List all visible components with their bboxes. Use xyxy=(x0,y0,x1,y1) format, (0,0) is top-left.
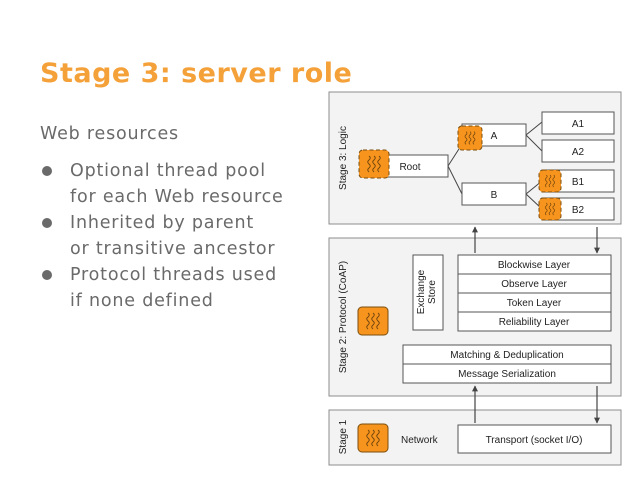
bullet-text: if none defined xyxy=(70,291,214,311)
thread-pool-icon xyxy=(538,197,562,221)
slide-title: Stage 3: server role xyxy=(40,58,353,89)
resource-a-label: A xyxy=(491,131,498,142)
resource-b2-label: B2 xyxy=(572,205,585,216)
slide-subheading: Web resources xyxy=(40,124,179,144)
thread-pool-icon xyxy=(538,169,562,193)
bullet-text: for each Web resource xyxy=(70,187,284,207)
message-serialization-layer xyxy=(402,363,612,384)
message-serialization-label: Message Serialization xyxy=(458,369,556,380)
flow-arrows xyxy=(472,226,600,424)
stage-3-label: Stage 3: Logic xyxy=(338,126,349,190)
resource-a2 xyxy=(541,139,615,163)
bullet-item: Inherited by parent or transitive ancesto… xyxy=(40,210,332,262)
exchange-store-label: Exchange xyxy=(416,269,427,314)
transport-label: Transport (socket I/O) xyxy=(486,435,583,446)
stage-1-label: Stage 1 xyxy=(338,419,349,454)
resource-a2-label: A2 xyxy=(572,147,585,158)
bullet-text: Optional thread pool xyxy=(70,161,266,181)
observe-layer-label: Observe Layer xyxy=(501,279,567,290)
bullet-item: Protocol threads used if none defined xyxy=(40,262,332,314)
bullet-text: Inherited by parent xyxy=(70,213,255,233)
bullet-item: Optional thread pool for each Web resourc… xyxy=(40,158,332,210)
transport-layer xyxy=(457,424,612,454)
matching-deduplication-label: Matching & Deduplication xyxy=(450,350,563,361)
bullet-list: Optional thread pool for each Web resourc… xyxy=(40,158,332,314)
resource-b xyxy=(461,182,527,206)
blockwise-layer-label: Blockwise Layer xyxy=(498,260,571,271)
thread-pool-icon xyxy=(457,125,483,151)
resource-b-label: B xyxy=(491,190,498,201)
resource-b1-label: B1 xyxy=(572,177,585,188)
resource-a1-label: A1 xyxy=(572,119,585,130)
resource-a1 xyxy=(541,111,615,135)
thread-pool-icon xyxy=(357,306,389,336)
bullet-text: Protocol threads used xyxy=(70,265,278,285)
reliability-layer-label: Reliability Layer xyxy=(499,317,570,328)
thread-pool-icon xyxy=(358,149,390,179)
exchange-store xyxy=(412,254,444,331)
stage-2-label: Stage 2: Protocol (CoAP) xyxy=(338,261,349,373)
token-layer-label: Token Layer xyxy=(507,298,562,309)
bullet-text: or transitive ancestor xyxy=(70,239,276,259)
resource-root-label: Root xyxy=(399,162,420,173)
network-label: Network xyxy=(401,435,439,446)
reliability-layer xyxy=(457,311,612,332)
thread-pool-icon xyxy=(357,423,389,453)
exchange-store-label: Store xyxy=(427,280,438,304)
